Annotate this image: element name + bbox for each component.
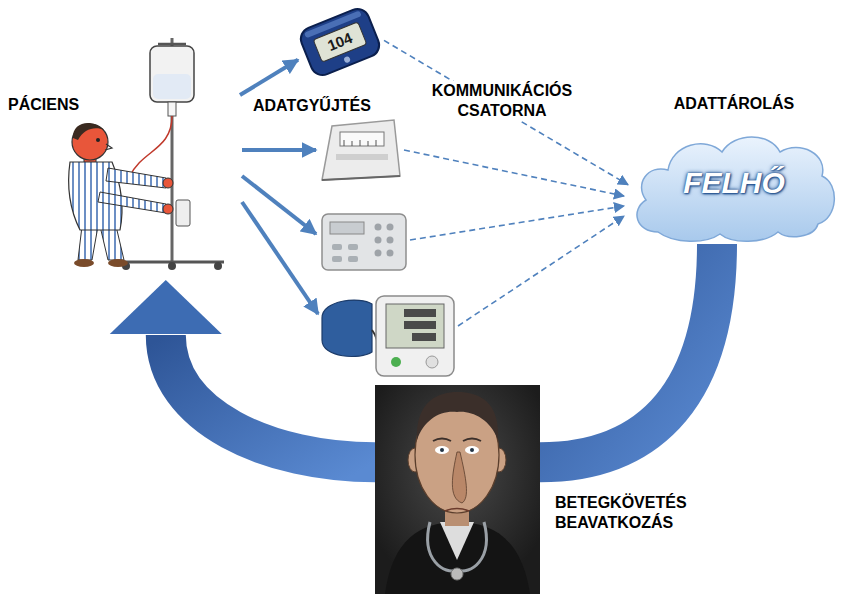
- monitor-box-device-part: [375, 250, 382, 257]
- glucometer-device-part: [313, 22, 366, 62]
- blood-pressure-monitor-part: [426, 356, 438, 368]
- patient-figure-part: [106, 168, 166, 188]
- doctor-caricature-part: [465, 446, 479, 454]
- monitor-box-device: [322, 214, 406, 270]
- patient-figure-part: [74, 259, 94, 267]
- collection-arrow-part: [242, 202, 318, 314]
- doctor-caricature-part: [440, 522, 474, 560]
- blood-pressure-monitor-part: [376, 296, 454, 376]
- doctor-caricature-part: [375, 385, 540, 594]
- doctor-caricature-part: [417, 392, 498, 440]
- monitor-box-device-part: [348, 256, 358, 262]
- doctor-caricature-part: [435, 446, 449, 454]
- doctor-caricature-part: [470, 448, 474, 452]
- channel-arrow: [384, 40, 628, 184]
- gauge-device-part: [322, 120, 400, 180]
- monitor-box-device-part: [375, 237, 382, 244]
- step-label: ADATGYŰJTÉS: [253, 96, 383, 116]
- glucometer-device: [297, 5, 382, 78]
- cloud-label: FELHŐ: [628, 165, 840, 201]
- patient-node: PÁCIENS: [8, 30, 240, 280]
- patient-figure-part: [150, 46, 194, 102]
- monitor-box-device-part: [332, 244, 342, 250]
- data-arrow-part: [240, 60, 298, 95]
- gauge-device-part: [322, 176, 400, 180]
- glucometer-node: 104: [298, 8, 384, 80]
- channel-line-part: [458, 216, 624, 326]
- monitor-box-device-part: [387, 224, 394, 231]
- step-label: KOMMUNIKÁCIÓS CSATORNA: [416, 81, 588, 121]
- feedback-band-arrow: [110, 280, 375, 462]
- doctor-node: BETEGKÖVETÉS BEAVATKOZÁS: [375, 385, 540, 594]
- monitor-box-device-part: [387, 237, 394, 244]
- patient-figure-part: [108, 259, 128, 267]
- blood-pressure-monitor-part: [404, 321, 436, 329]
- collection-arrow-part: [242, 148, 316, 152]
- doctor-caricature-part: [433, 439, 481, 442]
- gauge-device-part: [340, 132, 384, 146]
- doctor-caricature: [375, 385, 540, 594]
- patient-figure: [69, 38, 224, 270]
- blood-pressure-monitor-part: [404, 309, 436, 317]
- monitor-box-device-part: [332, 256, 342, 262]
- patient-figure-part: [78, 226, 98, 260]
- patient-figure-part: [96, 138, 100, 142]
- patient-figure-part: [72, 124, 108, 160]
- patient-figure-part: [158, 43, 186, 46]
- doctor-caricature-part: [428, 522, 487, 571]
- patient-figure-part: [163, 204, 173, 214]
- doctor-caricature-part: [440, 448, 444, 452]
- monitor-box-device-part: [375, 224, 382, 231]
- blood-pressure-monitor-part: [412, 333, 436, 341]
- glucometer-device-part: [343, 56, 351, 64]
- channel-line-part: [410, 206, 624, 240]
- patient-figure-part: [168, 102, 176, 116]
- blood-pressure-monitor-part: [386, 304, 444, 348]
- patient-figure-part: [176, 200, 190, 226]
- gauge-device-part: [336, 154, 388, 160]
- monitor-box-device-part: [387, 250, 394, 257]
- screen-reading: 104: [314, 23, 367, 61]
- patient-figure-part: [100, 226, 124, 260]
- doctor-caricature-part: [385, 522, 530, 594]
- monitor-box-device-part: [348, 244, 358, 250]
- cloud-node: ADATTÁROLÁS FELHŐ: [628, 92, 840, 244]
- doctor-caricature-part: [452, 452, 466, 503]
- gauge-device: [322, 120, 400, 180]
- channel-line: [404, 150, 624, 326]
- blood-pressure-monitor: [322, 296, 454, 376]
- patient-figure-part: [105, 144, 112, 150]
- gauge-device-part: [344, 140, 376, 146]
- feedback-band-part: [540, 244, 717, 462]
- monitor-box-device-part: [330, 222, 364, 234]
- patient-figure-part: [214, 262, 222, 270]
- monitor-box-device-part: [322, 214, 406, 270]
- collection-arrow-part: [242, 176, 316, 234]
- glucometer-device-part: [297, 5, 382, 78]
- doctor-caricature-part: [445, 509, 469, 512]
- feedback-band-arrow-part: [110, 280, 222, 334]
- patient-figure-part: [168, 262, 176, 270]
- patient-figure-part: [73, 123, 104, 140]
- patient-figure-part: [98, 192, 166, 213]
- blood-pressure-monitor-part: [391, 357, 401, 367]
- doctor-caricature-part: [451, 568, 463, 580]
- node-heading: ADATTÁROLÁS: [628, 94, 840, 114]
- blood-pressure-monitor-part: [322, 300, 372, 356]
- node-label: PÁCIENS: [8, 95, 118, 115]
- data-arrow: [240, 60, 298, 95]
- collection-arrow: [242, 150, 318, 314]
- patient-figure-part: [130, 116, 172, 176]
- feedback-band: [540, 244, 717, 462]
- channel-arrow-part: [384, 40, 628, 184]
- patient-figure-part: [163, 178, 173, 188]
- node-label: BETEGKÖVETÉS BEAVATKOZÁS: [555, 493, 720, 533]
- patient-figure-part: [153, 74, 191, 99]
- channel-line-part: [404, 150, 624, 196]
